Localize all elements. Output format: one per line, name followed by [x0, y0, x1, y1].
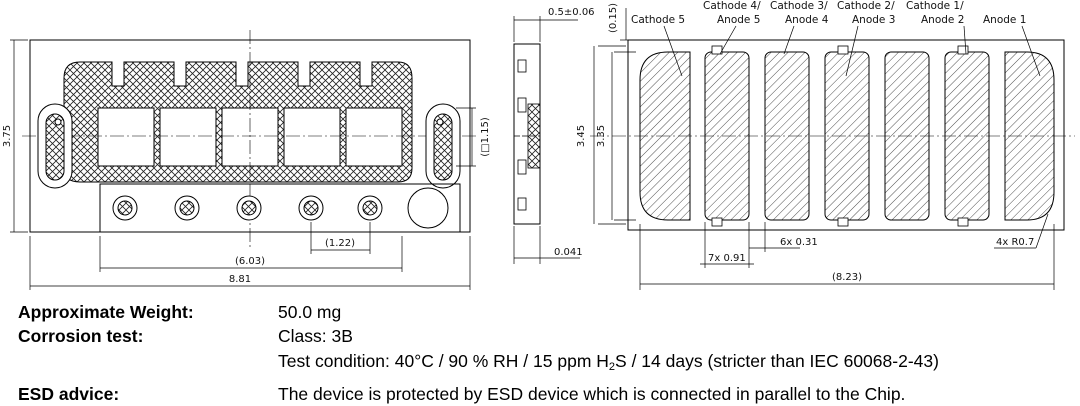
back-outline: [627, 39, 1065, 231]
back-view: Cathode 5 Cathode 4/ Anode 5 Cathode 3/ …: [576, 0, 1075, 290]
corrosion-label: Corrosion test:: [18, 326, 144, 346]
label-cathode-3-line2: Anode 4: [785, 14, 829, 26]
side-view: 0.5±0.06 0.041: [513, 7, 595, 264]
label-cathode-2-line2: Anode 3: [852, 14, 895, 26]
weight-label: Approximate Weight:: [18, 302, 194, 322]
back-pads: [639, 51, 1055, 221]
label-cathode-3-line1: Cathode 3/: [770, 0, 828, 12]
spec-corrosion-row: Corrosion test: Class: 3B: [0, 326, 1080, 348]
spec-test-row: Test condition: 40°C / 90 % RH / 15 ppm …: [0, 351, 1080, 373]
dim-inner-width: (6.03): [235, 256, 265, 267]
contact-strip: [99, 183, 461, 233]
esd-label: ESD advice:: [18, 384, 120, 404]
side-details: [514, 59, 541, 211]
label-anode-1: Anode 1: [983, 14, 1026, 26]
label-cathode-5: Cathode 5: [631, 14, 685, 26]
dim-height-outer: 3.45: [576, 125, 587, 147]
side-dimension-lines: [513, 16, 580, 264]
side-pads: [37, 103, 461, 189]
front-view: 8.81 (6.03) (1.22) 3.75 (□1.15): [2, 30, 491, 290]
label-cathode-2-line1: Cathode 2/: [837, 0, 895, 12]
dim-pad-span: (8.23): [832, 272, 862, 283]
front-dimension-lines: [10, 39, 476, 290]
dim-total-height: 3.75: [2, 125, 13, 147]
dim-height-inner: 3.35: [596, 125, 607, 147]
dim-total-width: 8.81: [229, 274, 251, 285]
label-cathode-4-line2: Anode 5: [717, 14, 760, 26]
dim-radius: 4x R0.7: [996, 237, 1034, 248]
leader-lines: [593, 8, 1055, 290]
test-condition-sub: 2: [608, 361, 616, 373]
test-condition: Test condition: 40°C / 90 % RH / 15 ppm …: [278, 351, 939, 373]
chip-windows: [97, 107, 403, 167]
label-cathode-1-line1: Cathode 1/: [906, 0, 964, 12]
dim-pad-width: 7x 0.91: [708, 253, 746, 264]
label-cathode-4-line1: Cathode 4/: [703, 0, 761, 12]
label-cathode-1-line2: Anode 2: [921, 14, 964, 26]
esd-value: The device is protected by ESD device wh…: [278, 384, 906, 404]
weight-value: 50.0 mg: [278, 302, 342, 322]
spec-esd-row: ESD advice: The device is protected by E…: [0, 384, 1080, 406]
dim-top-offset: (0.15): [608, 3, 619, 33]
contact-pads: [112, 187, 449, 229]
dim-thickness: 0.5±0.06: [548, 7, 595, 18]
technical-drawing: 8.81 (6.03) (1.22) 3.75 (□1.15) 0.5±0.06…: [2, 0, 1075, 290]
dim-gap: 6x 0.31: [780, 237, 818, 248]
test-condition-post: S / 14 days (stricter than IEC 60068-2-4…: [615, 351, 939, 371]
test-condition-pre: Test condition: 40°C / 90 % RH / 15 ppm …: [278, 351, 609, 371]
dim-bottom-thickness: 0.041: [554, 247, 583, 258]
dim-pad-pitch: (1.22): [325, 238, 355, 249]
spec-weight-row: Approximate Weight: 50.0 mg: [0, 302, 1080, 324]
pad-notches: [711, 45, 969, 227]
dim-window: (□1.15): [480, 117, 491, 157]
corrosion-class: Class: 3B: [278, 326, 353, 346]
